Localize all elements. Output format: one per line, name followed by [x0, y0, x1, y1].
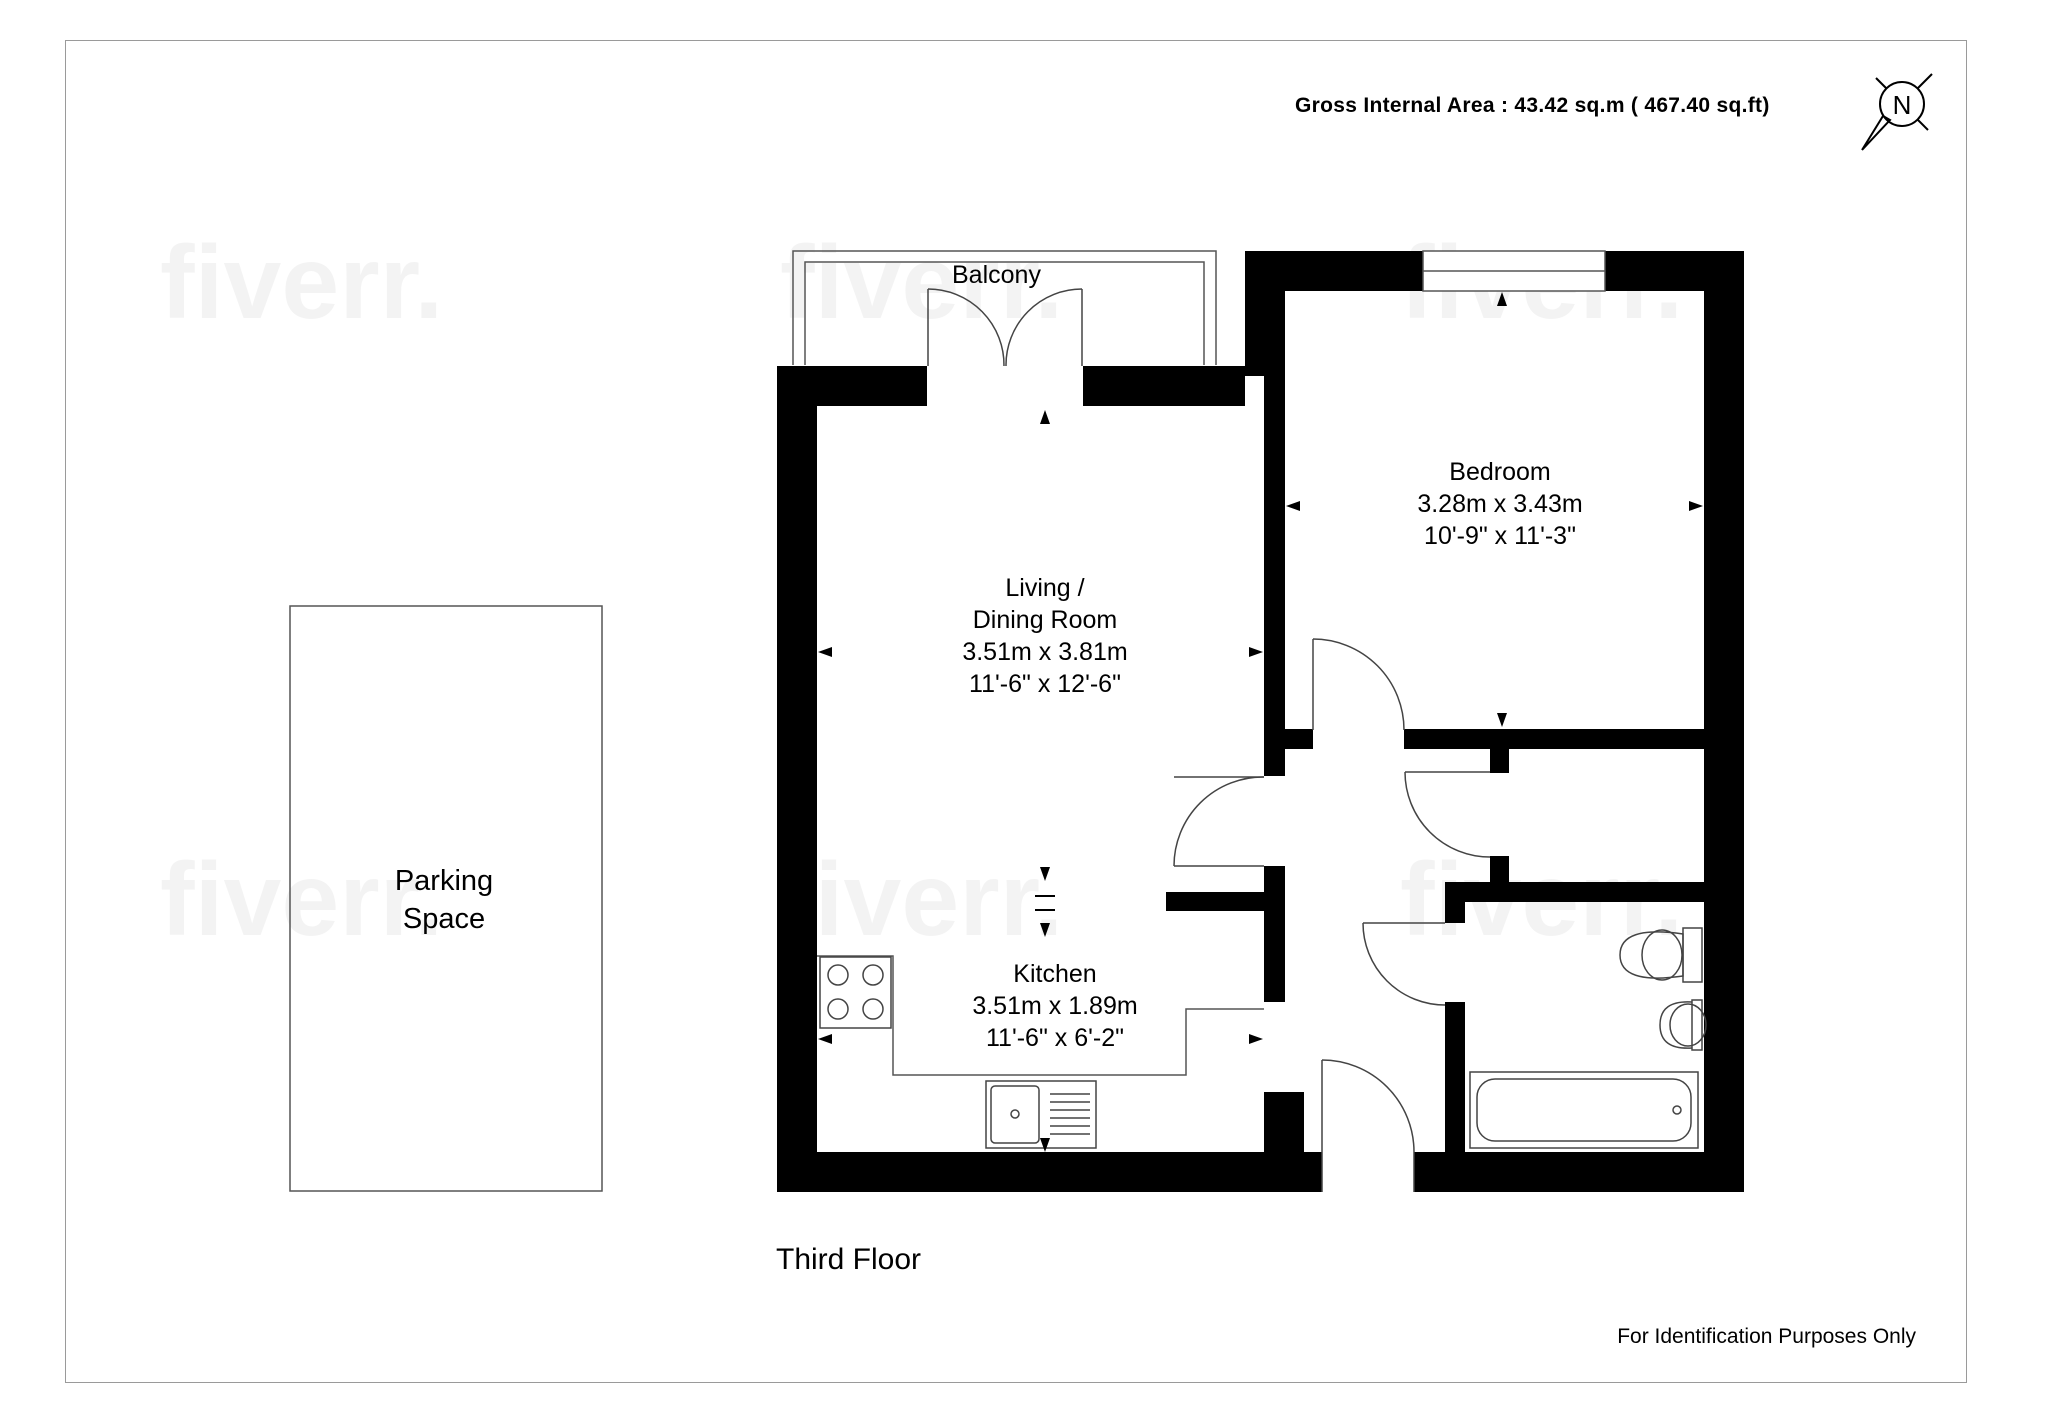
drawing-frame: [65, 40, 1967, 1383]
identification-note: For Identification Purposes Only: [1617, 1325, 1916, 1348]
kitchen-label: Kitchen 3.51m x 1.89m 11'-6" x 6'-2": [972, 958, 1137, 1054]
parking-name-2: Space: [402, 903, 486, 935]
walls: [777, 251, 1744, 1192]
bathroom-fixtures: [1469, 927, 1707, 1149]
floor-label: Third Floor: [776, 1243, 922, 1276]
watermark: fiverr.: [780, 225, 1063, 341]
door-swings: [927, 288, 1491, 1192]
kitchen-name: Kitchen: [1013, 960, 1097, 988]
kitchen-sink: [985, 1080, 1097, 1149]
balcony-outline: [792, 250, 1217, 365]
kitchen-metric: 3.51m x 1.89m: [972, 992, 1138, 1020]
living-room-imperial: 11'-6" x 12'-6": [969, 670, 1121, 698]
hob: [819, 956, 892, 1029]
bedroom-name: Bedroom: [1449, 458, 1551, 486]
living-room-name: Living /: [1005, 574, 1085, 602]
north-label: N: [1893, 90, 1912, 120]
bedroom-metric: 3.28m x 3.43m: [1417, 490, 1583, 518]
dimension-arrows: [818, 292, 1703, 1152]
balcony-label: Balcony: [952, 261, 1041, 289]
bedroom-imperial: 10'-9" x 11'-3": [1424, 522, 1576, 550]
gross-internal-area: Gross Internal Area : 43.42 sq.m ( 467.4…: [1295, 94, 1770, 117]
bedroom-window: [1422, 250, 1606, 292]
living-room-label: Living / Dining Room 3.51m x 3.81m 11'-6…: [962, 572, 1127, 700]
watermark: fiverr.: [160, 225, 443, 341]
living-room-metric: 3.51m x 3.81m: [962, 638, 1128, 666]
watermark: fiverr.: [780, 842, 1063, 958]
north-compass-icon: [1861, 73, 1933, 151]
kitchen-worktop: [817, 955, 1264, 1076]
living-room-name-2: Dining Room: [972, 606, 1118, 634]
kitchen-imperial: 11'-6" x 6'-2": [985, 1024, 1125, 1052]
watermarks: fiverr. fiverr. fiverr. fiverr. fiverr. …: [160, 225, 1683, 958]
parking-space-outline: [289, 605, 603, 1192]
watermark: fiverr.: [160, 842, 443, 958]
parking-name: Parking: [394, 865, 494, 897]
parking-label: Parking Space: [395, 862, 493, 938]
bedroom-label: Bedroom 3.28m x 3.43m 10'-9" x 11'-3": [1417, 456, 1582, 552]
